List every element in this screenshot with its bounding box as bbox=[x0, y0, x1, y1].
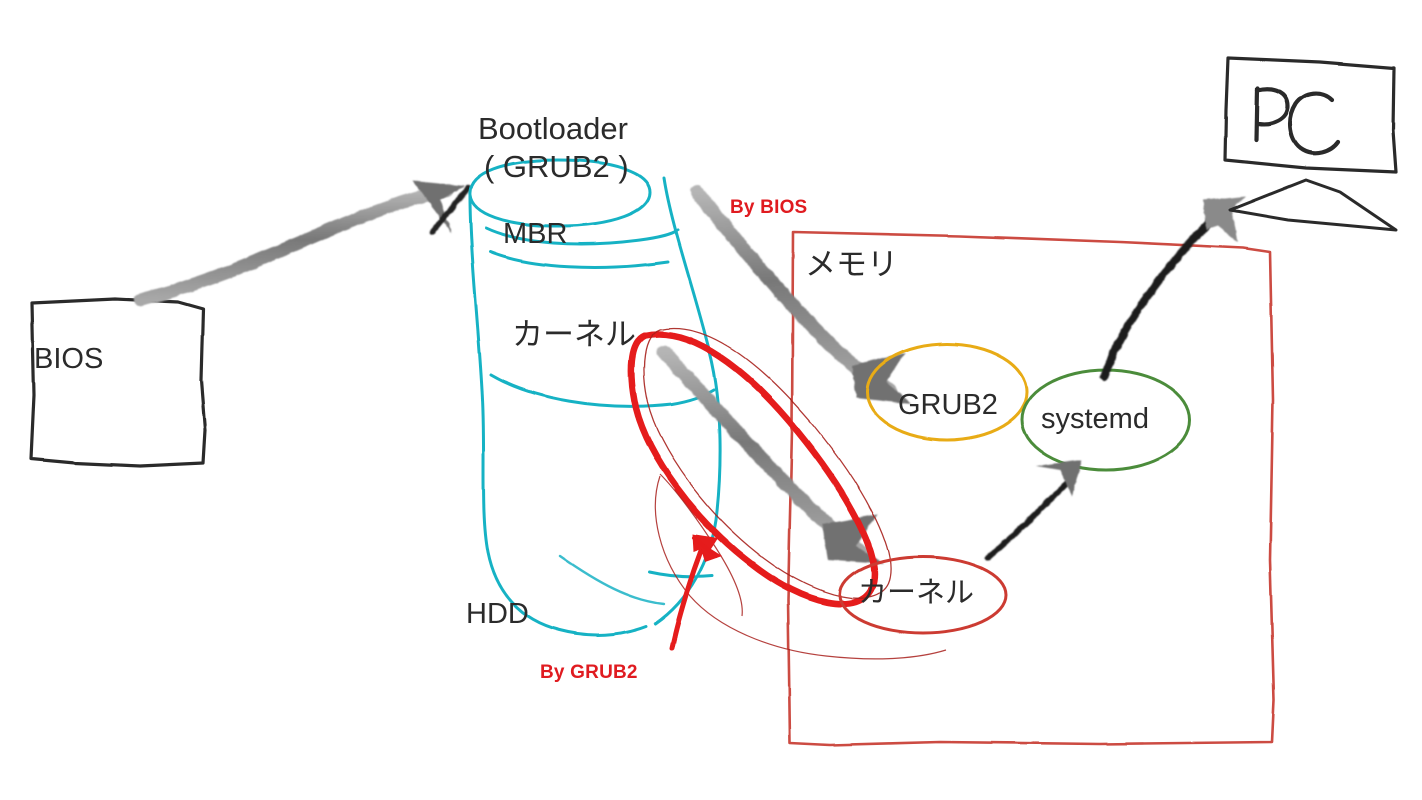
kernel-memory-label: カーネル bbox=[858, 575, 975, 609]
pc-monitor bbox=[1223, 56, 1398, 232]
kernel-disk-label: カーネル bbox=[512, 317, 636, 353]
grub2-disk-label: ( GRUB2 ) bbox=[484, 149, 629, 184]
hdd-cylinder bbox=[468, 158, 722, 637]
grub2-memory-label: GRUB2 bbox=[898, 389, 998, 421]
annotation-by-bios: By BIOS bbox=[730, 197, 808, 218]
hdd-label: HDD bbox=[466, 598, 529, 630]
arrow-by-grub2-pointer bbox=[669, 534, 722, 651]
annotation-by-grub2: By GRUB2 bbox=[540, 662, 638, 683]
arrow-kernel-memory-to-systemd bbox=[985, 460, 1082, 561]
pc-hand-lettering bbox=[1253, 85, 1341, 156]
arrow-mbr-to-grub2-memory bbox=[690, 185, 912, 404]
systemd-memory-label: systemd bbox=[1041, 403, 1149, 435]
red-highlight-ellipse bbox=[628, 328, 947, 660]
grub2-memory-ellipse bbox=[865, 342, 1029, 442]
memory-label: メモリ bbox=[805, 247, 898, 283]
arrow-bios-to-bootloader bbox=[133, 181, 471, 307]
bootloader-caption: Bootloader bbox=[478, 111, 628, 146]
memory-box bbox=[786, 230, 1276, 747]
bios-label: BIOS bbox=[34, 343, 104, 375]
arrow-kernel-disk-to-kernel-memory bbox=[657, 345, 884, 564]
bios-box bbox=[29, 297, 207, 468]
arrow-systemd-to-pc bbox=[1100, 196, 1246, 381]
kernel-memory-ellipse bbox=[838, 555, 1008, 635]
mbr-label: MBR bbox=[503, 218, 568, 250]
